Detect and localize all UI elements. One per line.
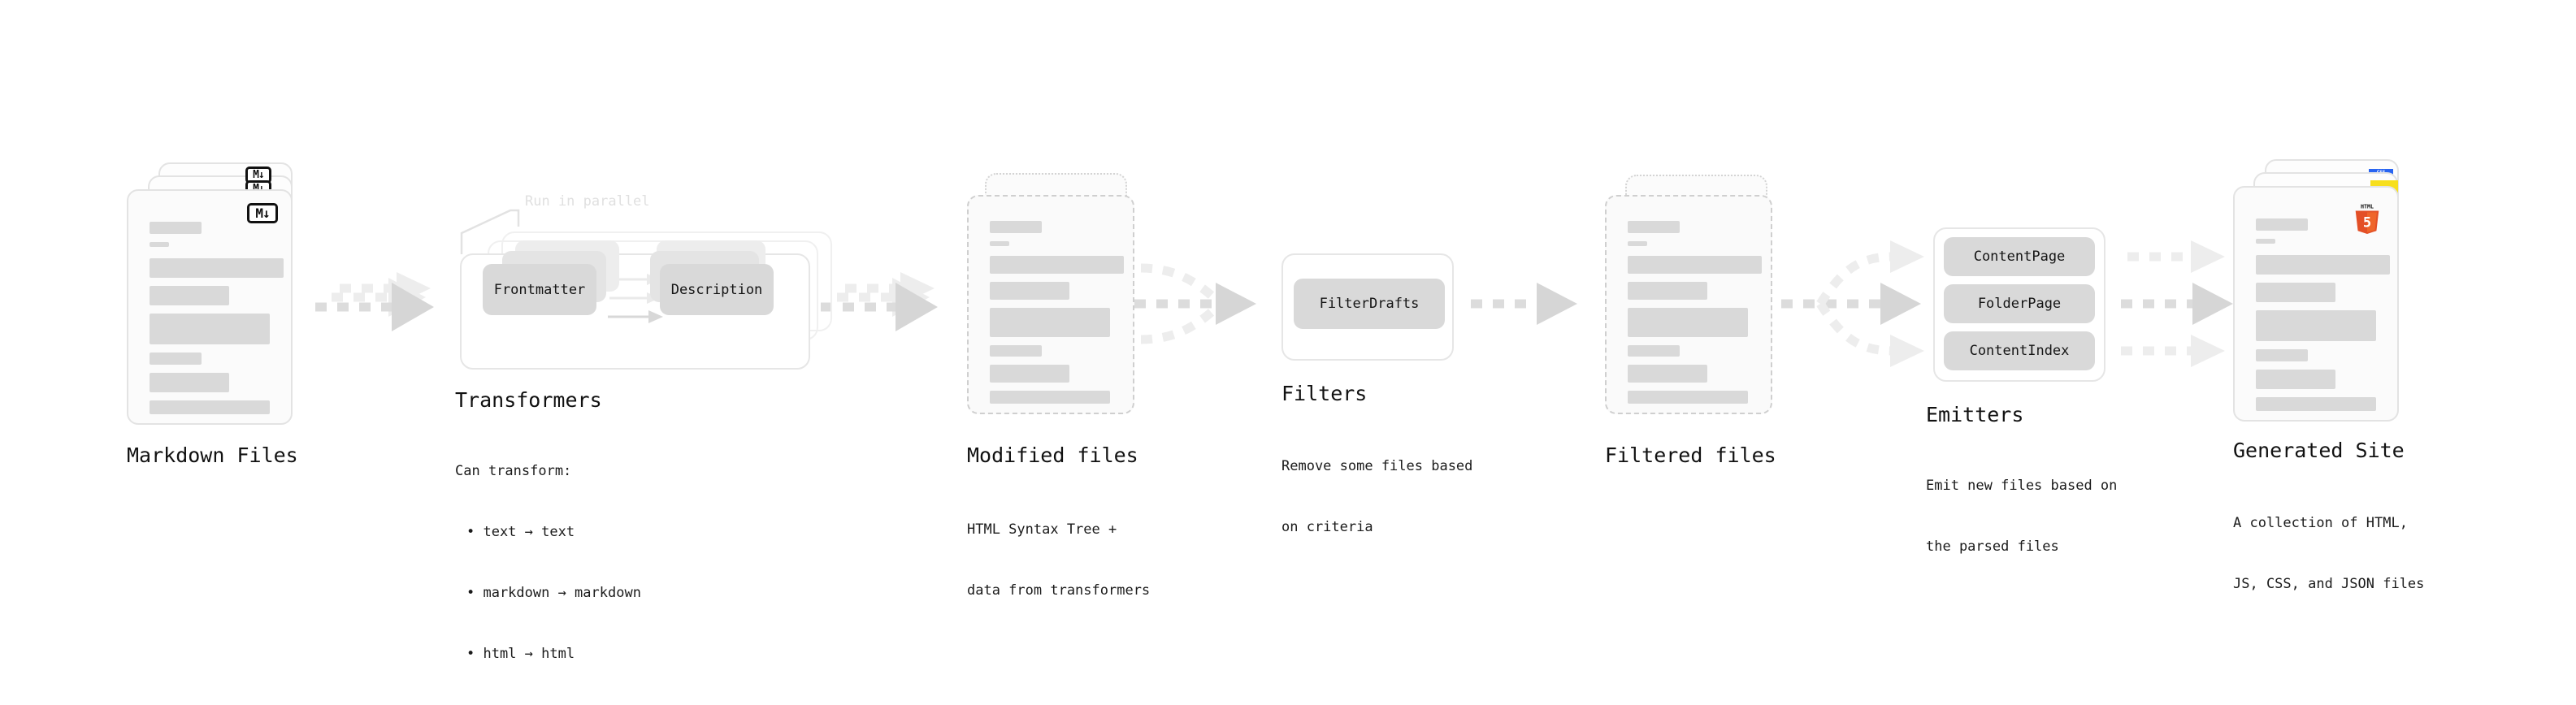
doc-bar [150,286,229,305]
caption-line: • markdown → markdown [466,585,641,601]
stage-title-emitters: Emitters [1926,403,2024,426]
modified-document-card [967,195,1134,414]
doc-bar [990,308,1110,337]
caption-line: HTML Syntax Tree + [967,521,1117,538]
doc-content-bars [2256,218,2390,419]
connector-filters-to-filtered [1471,283,1577,325]
caption-line: Remove some files based [1281,458,1473,474]
doc-bar [1628,391,1748,404]
stage-title-filters: Filters [1281,382,1368,405]
stage-caption-modified-files: HTML Syntax Tree + data from transformer… [967,479,1150,642]
chip-contentpage[interactable]: ContentPage [1944,237,2095,276]
chip-label: ContentPage [1973,249,2066,265]
doc-bar [1628,345,1680,357]
doc-bar [2256,239,2275,244]
stage-caption-generated-site: A collection of HTML, JS, CSS, and JSON … [2233,473,2424,635]
doc-bar [150,352,202,365]
doc-content-bars [150,222,284,422]
doc-bar [2256,218,2308,231]
run-in-parallel-bracket [460,209,520,254]
chip-description[interactable]: Description [660,264,774,315]
caption-line: Can transform: [455,463,572,479]
stage-title-generated-site: Generated Site [2233,439,2405,462]
caption-line: data from transformers [967,582,1151,599]
doc-bar [2256,370,2335,389]
chip-label: FilterDrafts [1319,296,1420,312]
doc-bar [1628,256,1762,274]
caption-line: Emit new files based on [1926,478,2118,494]
doc-content-bars [1628,221,1762,412]
connector-emitters-to-site [2121,240,2233,367]
doc-bar [1628,365,1707,383]
connector-filtered-to-emitters [1781,240,1924,367]
html5-icon-label: HTML [2361,204,2374,210]
connector-modified-to-filters [1134,263,1256,344]
caption-line: the parsed files [1926,538,2059,555]
markdown-icon: M↓ [247,203,278,223]
doc-bar [150,373,229,392]
doc-bar [150,242,169,247]
caption-line: A collection of HTML, [2233,515,2408,531]
doc-bar [150,314,270,344]
stage-title-transformers: Transformers [455,388,602,412]
doc-bar [2256,283,2335,302]
stage-caption-transformers: Can transform: • text → text • markdown … [455,421,641,705]
chip-label: Frontmatter [493,281,586,298]
chip-frontmatter[interactable]: Frontmatter [483,264,596,315]
doc-bar [990,345,1042,357]
doc-content-bars [990,221,1124,412]
doc-bar [990,391,1110,404]
chip-folderpage[interactable]: FolderPage [1944,284,2095,323]
markdown-document-card: M↓ [127,189,293,425]
doc-bar [1628,221,1680,233]
chip-label: ContentIndex [1969,343,2070,359]
filtered-document-card [1605,195,1772,414]
doc-bar [990,221,1042,233]
caption-line: • html → html [466,646,575,662]
doc-bar [150,400,270,414]
doc-bar [1628,241,1647,246]
stage-caption-emitters: Emit new files based on the parsed files [1926,435,2117,598]
markdown-icon-label: M↓ [255,205,270,221]
diagram-canvas: .dl{stroke:#dcdcdc;stroke-width:11;strok… [127,159,2424,662]
doc-bar [1628,282,1707,300]
stage-title-markdown-files: Markdown Files [127,443,298,467]
html5-icon-digit: 5 [2363,214,2371,231]
chip-label: Description [670,281,763,298]
doc-bar [2256,349,2308,361]
doc-bar [2256,397,2376,411]
run-in-parallel-label: Run in parallel [525,193,650,210]
doc-bar [150,258,284,278]
chip-label: FolderPage [1977,296,2062,312]
chip-contentindex[interactable]: ContentIndex [1944,331,2095,370]
generated-document-card: HTML 5 [2233,186,2399,422]
doc-bar [1628,308,1748,337]
html5-icon: HTML 5 [2355,204,2379,235]
doc-bar [2256,255,2390,275]
stage-caption-filters: Remove some files based on criteria [1281,416,1472,578]
chip-filterdrafts[interactable]: FilterDrafts [1294,279,1445,329]
connector-transformers-to-modified [821,272,938,331]
caption-line: • text → text [466,524,575,540]
doc-bar [150,222,202,234]
stage-title-modified-files: Modified files [967,443,1138,467]
connector-markdown-to-transformers [315,272,434,331]
doc-bar [990,256,1124,274]
doc-bar [2256,310,2376,341]
doc-bar [990,241,1009,246]
doc-bar [990,365,1069,383]
caption-line: on criteria [1281,519,1373,535]
caption-line: JS, CSS, and JSON files [2233,576,2425,592]
doc-bar [990,282,1069,300]
stage-title-filtered-files: Filtered files [1605,443,1776,467]
